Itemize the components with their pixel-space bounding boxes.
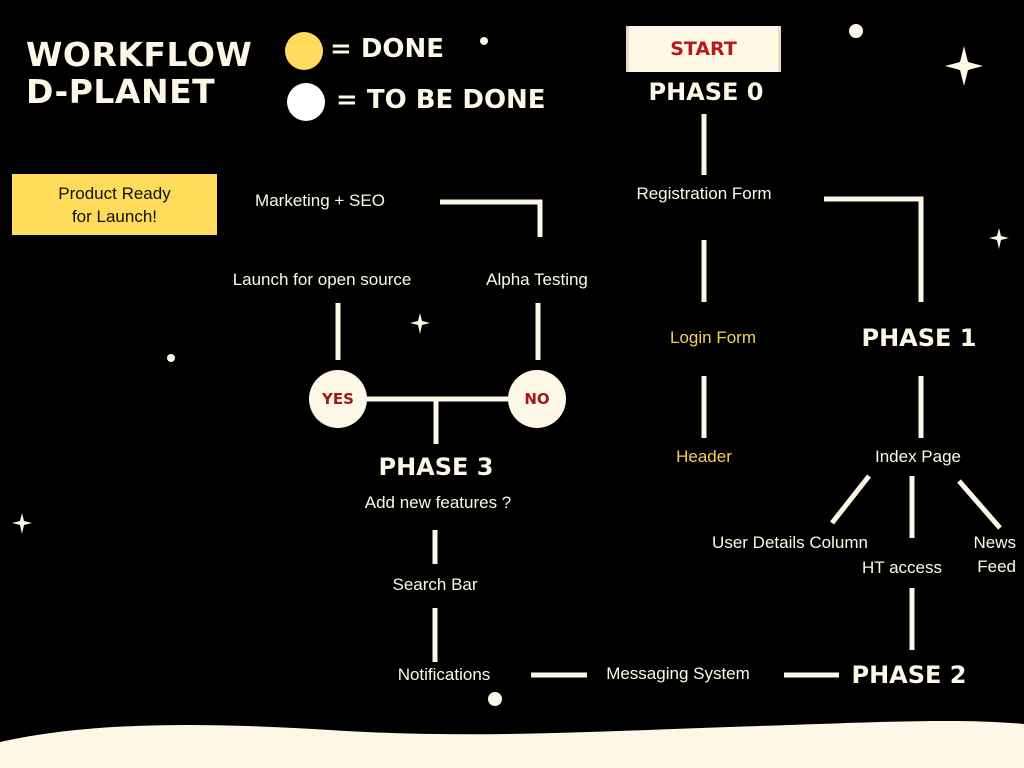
legend-todo-swatch: [287, 83, 325, 121]
node-login-form: Login Form: [670, 328, 756, 347]
start-box: START: [626, 26, 781, 72]
decision-yes-label: YES: [322, 390, 354, 408]
decision-yes: YES: [309, 370, 367, 428]
node-launch-open-source: Launch for open source: [232, 270, 412, 289]
node-index-page: Index Page: [874, 447, 962, 466]
decision-no-label: NO: [524, 390, 550, 408]
node-messaging-system: Messaging System: [606, 664, 750, 683]
node-marketing-seo: Marketing + SEO: [255, 191, 385, 210]
node-notifications: Notifications: [397, 665, 491, 684]
page-title: WORKFLOW D-PLANET: [26, 35, 253, 111]
connector-lines: [335, 114, 1002, 678]
start-label: START: [670, 38, 737, 60]
legend-done-label: = DONE: [330, 34, 445, 64]
phase-0-label: PHASE 0: [648, 78, 764, 106]
node-registration-form: Registration Form: [636, 184, 772, 203]
phase-3-label: PHASE 3: [378, 453, 494, 481]
decision-no: NO: [508, 370, 566, 428]
bottom-wave: [0, 720, 1024, 768]
node-user-details-column: User Details Column: [712, 533, 868, 552]
legend-done-swatch: [285, 32, 323, 70]
product-ready-box: Product Ready for Launch!: [12, 174, 217, 235]
node-add-new-features: Add new features ?: [364, 493, 512, 512]
phase-2-label: PHASE 2: [851, 661, 967, 689]
legend-todo-label: = TO BE DONE: [336, 85, 546, 115]
decorative-dots: [167, 24, 863, 706]
node-alpha-testing: Alpha Testing: [486, 270, 588, 289]
node-news-feed: News Feed: [973, 533, 1016, 576]
product-ready-label: Product Ready for Launch!: [58, 183, 171, 226]
node-header: Header: [676, 447, 732, 466]
phase-1-label: PHASE 1: [861, 324, 977, 352]
node-search-bar: Search Bar: [392, 575, 478, 594]
node-ht-access: HT access: [862, 558, 942, 577]
sparkle-stars: [12, 46, 1009, 534]
